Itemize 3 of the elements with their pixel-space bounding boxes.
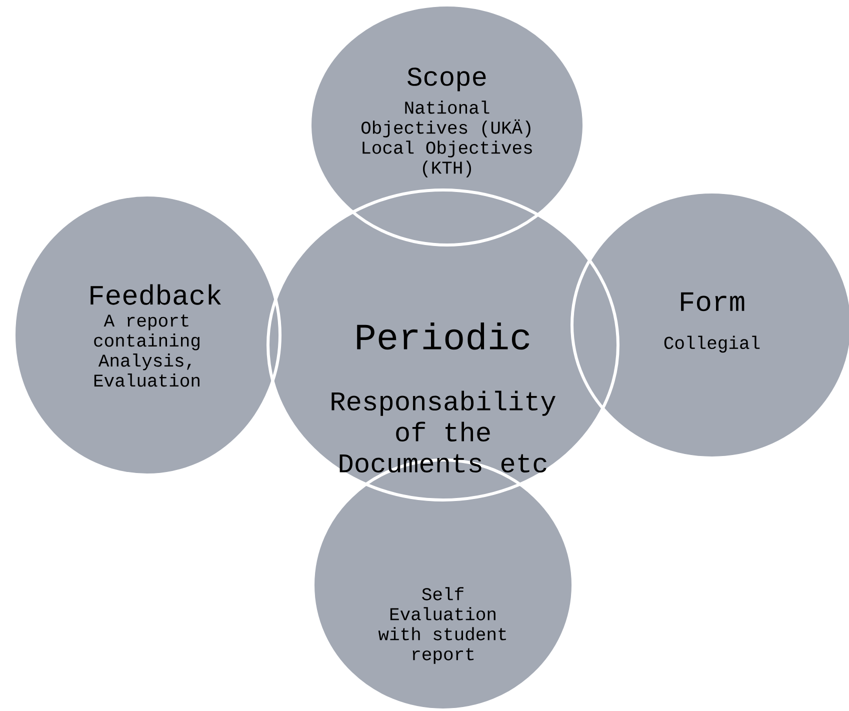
node-label: Collegial xyxy=(664,336,760,353)
node-label: Self Evaluation with student report xyxy=(378,587,506,664)
node-label: Form xyxy=(681,292,744,312)
